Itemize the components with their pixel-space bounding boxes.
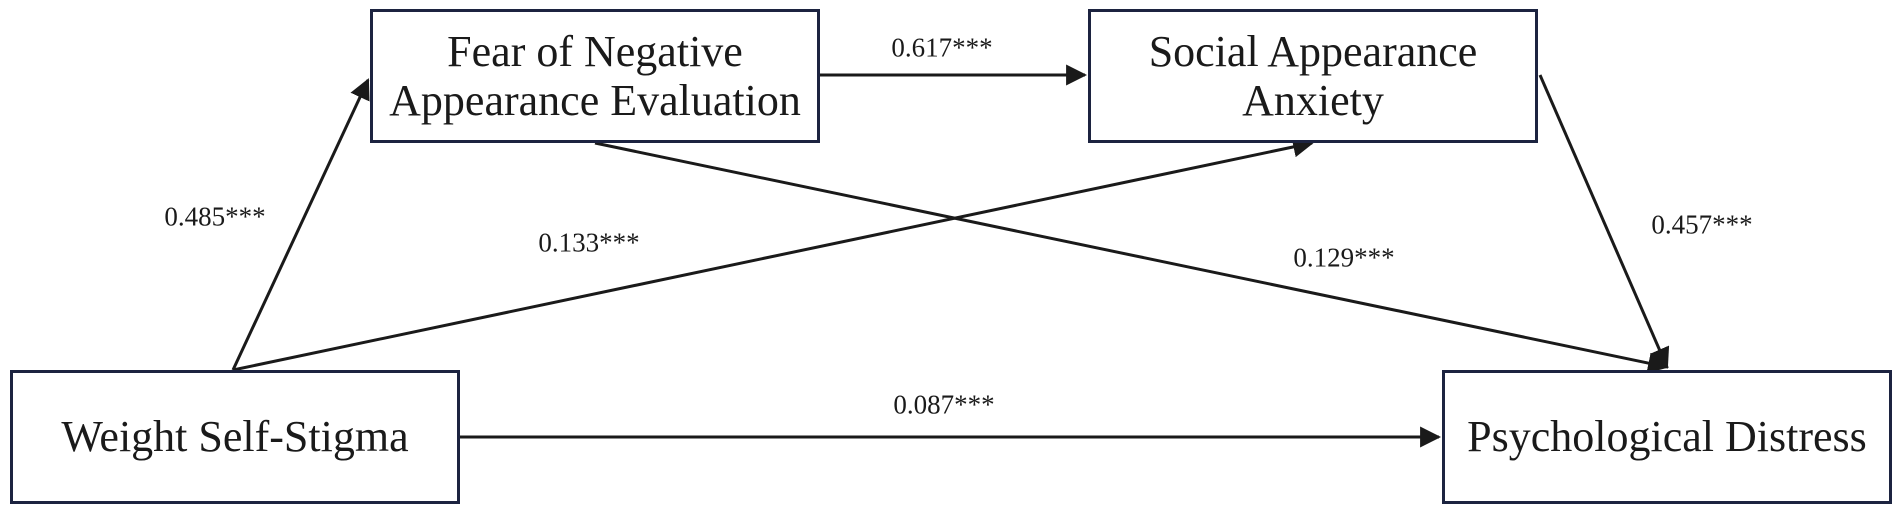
psychological-distress-box: Psychological Distress (1442, 370, 1892, 504)
coef-fnae-to-sai: 0.617*** (891, 32, 993, 63)
sai-label-line2: Anxiety (1242, 76, 1384, 125)
wss-label: Weight Self-Stigma (61, 412, 409, 462)
coef-wss-to-sai: 0.133*** (538, 227, 640, 258)
coef-wss-to-pd: 0.087*** (893, 389, 995, 420)
weight-self-stigma-box: Weight Self-Stigma (10, 370, 460, 504)
social-appearance-anxiety-box: Social Appearance Anxiety (1088, 9, 1538, 143)
coef-wss-to-fnae: 0.485*** (164, 201, 266, 232)
fnae-label-line2: Appearance Evaluation (389, 76, 801, 125)
fnae-label-line1: Fear of Negative (447, 26, 743, 76)
arrow-wss-to-fnae (231, 78, 370, 371)
sai-label-line1: Social Appearance (1148, 26, 1478, 76)
pd-label: Psychological Distress (1467, 412, 1867, 462)
coef-sai-to-pd: 0.457*** (1651, 209, 1753, 240)
arrow-sai-to-pd (1538, 74, 1670, 369)
arrow-fnae-to-pd (594, 141, 1670, 374)
coef-fnae-to-pd: 0.129*** (1293, 242, 1395, 273)
fear-of-negative-appearance-evaluation-box: Fear of Negative Appearance Evaluation (370, 9, 820, 143)
arrow-wss-to-sai (232, 136, 1315, 372)
